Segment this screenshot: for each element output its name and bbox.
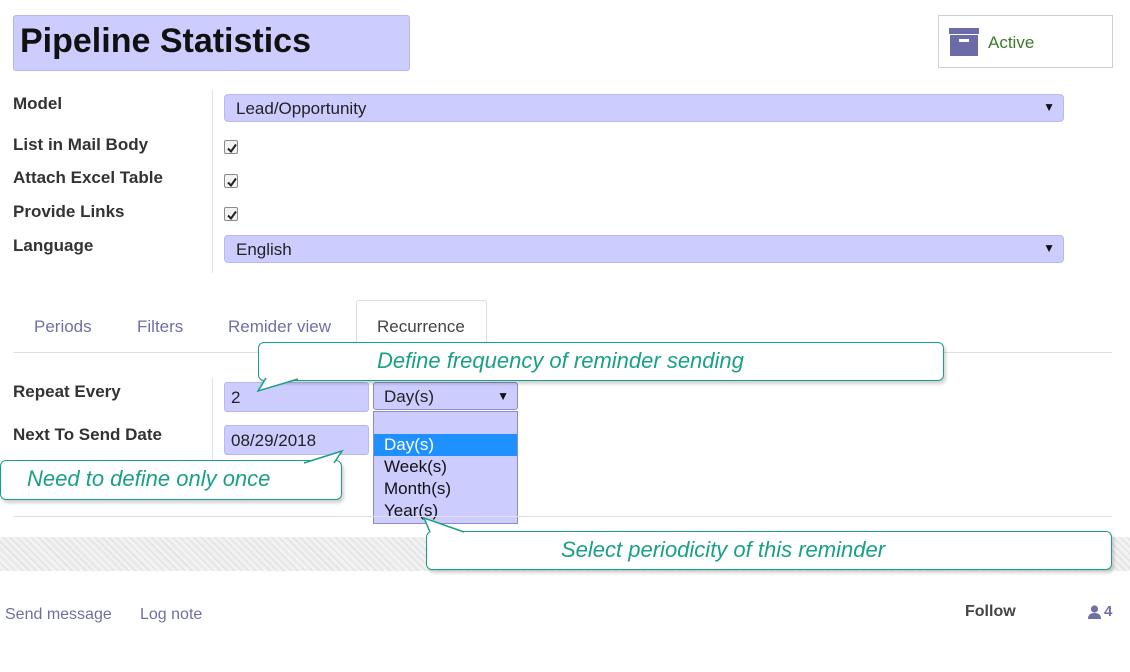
period-select[interactable]: Day(s) ▼ <box>373 382 518 410</box>
log-note-button[interactable]: Log note <box>140 606 203 623</box>
checkmark-icon <box>227 210 237 221</box>
period-option-years[interactable]: Year(s) <box>384 501 439 520</box>
callout-frequency: Define frequency of reminder sending <box>258 342 944 381</box>
model-select[interactable]: Lead/Opportunity ▼ <box>224 94 1064 122</box>
archive-box-icon <box>949 28 979 56</box>
next-to-send-date-input[interactable]: 08/29/2018 <box>224 425 369 455</box>
callout-define-once: Need to define only once <box>0 460 342 500</box>
period-dropdown-list: Day(s) Week(s) Month(s) Year(s) <box>373 411 518 524</box>
caret-down-icon: ▼ <box>497 389 509 403</box>
caret-down-icon: ▼ <box>1043 100 1055 114</box>
form-bottom-divider <box>13 516 1112 517</box>
checkmark-icon <box>227 177 237 188</box>
callout-define-once-tail <box>303 449 344 464</box>
period-select-value: Day(s) <box>384 387 435 406</box>
period-option-empty[interactable] <box>374 413 517 435</box>
tab-periods[interactable]: Periods <box>34 317 92 336</box>
followers-count: 4 <box>1104 603 1113 620</box>
provide-links-checkbox[interactable] <box>224 207 238 221</box>
period-option-weeks[interactable]: Week(s) <box>384 457 447 476</box>
form-column-divider <box>212 90 213 273</box>
checkmark-icon <box>227 143 237 154</box>
model-label: Model <box>13 94 63 113</box>
repeat-every-input[interactable]: 2 <box>224 382 369 412</box>
next-to-send-date-label: Next To Send Date <box>13 425 162 444</box>
attach-excel-table-label: Attach Excel Table <box>13 168 163 187</box>
list-in-mail-body-label: List in Mail Body <box>13 135 149 154</box>
callout-frequency-tail <box>256 377 299 393</box>
followers-button[interactable]: 4 <box>1088 603 1114 621</box>
language-select-value: English <box>236 240 292 259</box>
user-icon <box>1088 605 1101 619</box>
repeat-every-value: 2 <box>231 388 241 407</box>
language-label: Language <box>13 236 94 255</box>
active-toggle-button[interactable]: Active <box>938 15 1113 68</box>
next-to-send-date-value: 08/29/2018 <box>231 431 317 450</box>
tab-filters[interactable]: Filters <box>137 317 184 336</box>
attach-excel-table-checkbox[interactable] <box>224 174 238 188</box>
callout-periodicity: Select periodicity of this reminder <box>426 531 1112 570</box>
title-field[interactable]: Pipeline Statistics <box>13 15 410 71</box>
page-title: Pipeline Statistics <box>20 22 311 60</box>
period-option-days[interactable]: Day(s) <box>374 434 517 456</box>
provide-links-label: Provide Links <box>13 202 125 221</box>
send-message-button[interactable]: Send message <box>5 606 112 623</box>
list-in-mail-body-checkbox[interactable] <box>224 140 238 154</box>
model-select-value: Lead/Opportunity <box>236 99 367 118</box>
period-option-months[interactable]: Month(s) <box>384 479 452 498</box>
language-select[interactable]: English ▼ <box>224 235 1064 263</box>
active-label: Active <box>988 33 1035 52</box>
tab-reminder-view[interactable]: Remider view <box>228 317 331 336</box>
tab-recurrence[interactable]: Recurrence <box>377 317 465 336</box>
recurrence-column-divider <box>212 378 213 496</box>
follow-button[interactable]: Follow <box>965 603 1016 620</box>
caret-down-icon: ▼ <box>1043 241 1055 255</box>
callout-periodicity-tail <box>422 516 465 533</box>
repeat-every-label: Repeat Every <box>13 382 121 401</box>
